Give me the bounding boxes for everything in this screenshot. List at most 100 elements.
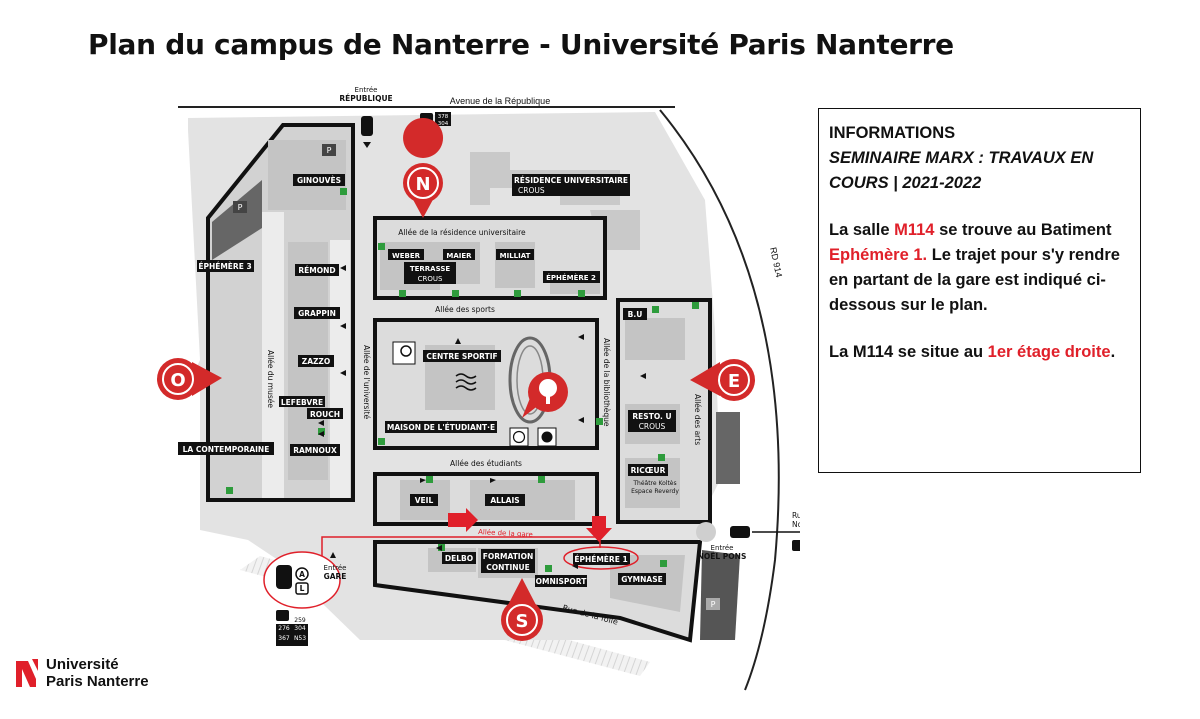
label-theatre-1: Théâtre Koltès bbox=[632, 480, 676, 487]
parking-west-2 bbox=[233, 201, 247, 213]
svg-text:ZAZZO: ZAZZO bbox=[302, 357, 331, 366]
info-box: INFORMATIONS SEMINAIRE MARX : TRAVAUX EN… bbox=[818, 108, 1141, 473]
svg-text:CONTINUE: CONTINUE bbox=[486, 563, 530, 572]
alley-gare: Allée de la gare bbox=[478, 528, 533, 539]
label-maier: MAIER bbox=[443, 249, 475, 260]
label-allais: ALLAIS bbox=[485, 494, 525, 506]
dark-wedge-west bbox=[212, 180, 262, 260]
rue-noel-1: Rue bbox=[792, 511, 800, 520]
alley-arts: Allée des arts bbox=[693, 394, 702, 445]
campus-map: Avenue de la République RD 914 P P Entré… bbox=[157, 86, 800, 691]
avenue-label: Avenue de la République bbox=[450, 96, 550, 106]
bldg-milliat bbox=[495, 242, 535, 288]
svg-text:ÉPHÉMÈRE 2: ÉPHÉMÈRE 2 bbox=[546, 273, 596, 282]
svg-text:GRAPPIN: GRAPPIN bbox=[298, 309, 336, 318]
label-ephemere2: ÉPHÉMÈRE 2 bbox=[543, 271, 600, 283]
dark-east bbox=[716, 412, 740, 484]
info-room: M114 bbox=[894, 221, 935, 239]
marker-s: S bbox=[501, 578, 543, 641]
svg-text:GINOUVÈS: GINOUVÈS bbox=[297, 176, 341, 185]
svg-text:CROUS: CROUS bbox=[418, 275, 443, 283]
label-centre-sportif: CENTRE SPORTIF bbox=[423, 350, 501, 362]
bus-gare-icon bbox=[276, 610, 289, 621]
label-bu: B.U bbox=[623, 308, 647, 320]
west-inner-path-2 bbox=[330, 240, 350, 498]
svg-text:S: S bbox=[516, 611, 529, 632]
svg-text:GYMNASE: GYMNASE bbox=[621, 575, 663, 584]
svg-text:DELBO: DELBO bbox=[445, 554, 473, 563]
bus-gare-2: 276 bbox=[278, 625, 290, 632]
info-floor: 1er étage droite bbox=[987, 343, 1111, 361]
info-p1-a: La salle bbox=[829, 221, 895, 239]
label-ginouves: GINOUVÈS bbox=[293, 174, 345, 186]
svg-text:RÉSIDENCE UNIVERSITAIRE: RÉSIDENCE UNIVERSITAIRE bbox=[514, 176, 628, 185]
bus-gare-num-bg bbox=[276, 624, 308, 646]
entree-gare-small: Entrée bbox=[324, 564, 347, 572]
parking-south-label: P bbox=[711, 600, 716, 609]
entree-noel-label: NOËL PONS bbox=[698, 552, 747, 561]
svg-text:LA CONTEMPORAINE: LA CONTEMPORAINE bbox=[183, 445, 270, 454]
basketball-icon bbox=[509, 427, 529, 447]
marker-o: O bbox=[157, 358, 222, 400]
svg-text:ÉPHÉMÈRE 3: ÉPHÉMÈRE 3 bbox=[198, 262, 251, 271]
roundabout bbox=[696, 522, 716, 542]
page-title: Plan du campus de Nanterre - Université … bbox=[88, 28, 954, 61]
alley-sports: Allée des sports bbox=[435, 305, 495, 314]
rer-a-label: A bbox=[299, 570, 305, 579]
parking-west-1-label: P bbox=[327, 146, 332, 155]
bus-gare-3: 304 bbox=[294, 625, 306, 632]
svg-text:ÉPHÉMÈRE 1: ÉPHÉMÈRE 1 bbox=[574, 555, 627, 564]
car-republique-icon bbox=[361, 116, 373, 136]
info-subtitle: SEMINAIRE MARX : TRAVAUX EN COURS | 2021… bbox=[829, 149, 1094, 192]
rer-l-icon bbox=[295, 582, 309, 595]
svg-text:ALLAIS: ALLAIS bbox=[490, 496, 519, 505]
marker-e: E bbox=[690, 359, 755, 401]
info-p2-b: . bbox=[1110, 343, 1116, 361]
label-weber: WEBER bbox=[388, 249, 424, 260]
swimming-icon bbox=[455, 373, 477, 391]
logo-mark-icon bbox=[16, 659, 38, 687]
label-terrasse: TERRASSE CROUS bbox=[404, 262, 456, 284]
rd914-road bbox=[659, 109, 780, 691]
route-arrow-right-icon bbox=[448, 508, 478, 532]
parking-west-1 bbox=[322, 144, 336, 156]
label-veil: VEIL bbox=[410, 494, 438, 506]
dark-south-east bbox=[700, 550, 740, 640]
tennis-ball-icon bbox=[400, 345, 412, 357]
label-ephemere1: ÉPHÉMÈRE 1 bbox=[573, 553, 630, 565]
alley-bibliotheque: Allée de la bibliothèque bbox=[602, 338, 611, 427]
label-gymnase: GYMNASE bbox=[618, 573, 666, 585]
label-lefebvre: LEFEBVRE bbox=[279, 396, 325, 407]
rd914-label: RD 914 bbox=[768, 246, 784, 278]
entree-republique-small: Entrée bbox=[355, 86, 378, 94]
svg-text:FORMATION: FORMATION bbox=[483, 552, 534, 561]
entree-noel-small: Entrée bbox=[711, 544, 734, 552]
svg-text:CROUS: CROUS bbox=[518, 186, 545, 195]
bus-republique-num-a: 378 bbox=[438, 114, 449, 120]
svg-text:TERRASSE: TERRASSE bbox=[410, 265, 451, 273]
entree-gare-label: GARE bbox=[324, 572, 347, 581]
svg-text:RESTO. U: RESTO. U bbox=[632, 412, 671, 421]
label-maison: MAISON DE L'ÉTUDIANT·E bbox=[385, 421, 497, 433]
label-theatre-2: Espace Reverdy bbox=[631, 488, 679, 495]
info-paragraph-1: La salle M114 se trouve au Batiment Ephé… bbox=[829, 218, 1130, 318]
arrow-republique-icon bbox=[363, 142, 371, 148]
label-remond: RÉMOND bbox=[295, 264, 339, 276]
route-path bbox=[321, 536, 601, 565]
bus-gare-5: N53 bbox=[294, 635, 306, 642]
svg-text:OMNISPORT: OMNISPORT bbox=[536, 577, 588, 586]
bus-gare-4: 367 bbox=[278, 635, 290, 642]
label-omnisport: OMNISPORT bbox=[535, 575, 587, 587]
label-contemporaine: LA CONTEMPORAINE bbox=[178, 442, 274, 455]
bldg-bu bbox=[625, 318, 685, 360]
alley-residence: Allée de la résidence universitaire bbox=[398, 228, 526, 237]
route-arrow-down-icon bbox=[586, 516, 612, 542]
university-logo: Université Paris Nanterre bbox=[14, 656, 149, 690]
basketball-ball-icon bbox=[512, 430, 526, 444]
train-icon bbox=[276, 565, 292, 589]
label-ramnoux: RAMNOUX bbox=[290, 444, 340, 456]
info-paragraph-2: La M114 se situe au 1er étage droite. bbox=[829, 340, 1130, 365]
svg-text:RICŒUR: RICŒUR bbox=[631, 466, 666, 475]
svg-text:CROUS: CROUS bbox=[639, 422, 666, 431]
ephemere1-highlight bbox=[563, 546, 639, 570]
